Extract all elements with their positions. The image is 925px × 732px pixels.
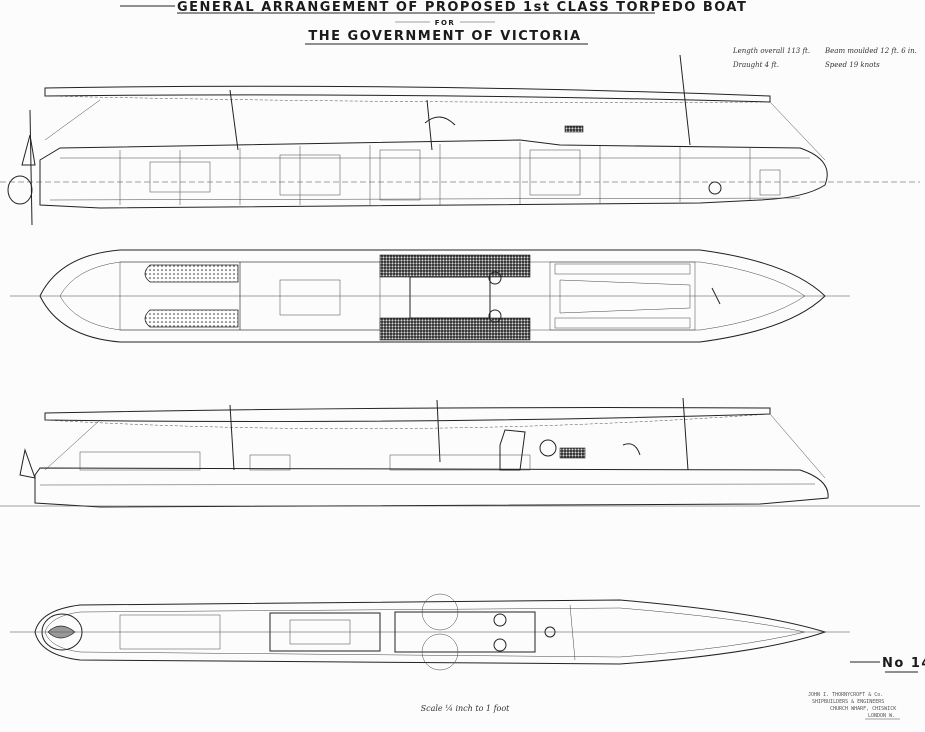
scale-note: Scale ¼ inch to 1 foot — [421, 704, 511, 713]
svg-text:JOHN I. THORNYCROFT & Co.: JOHN I. THORNYCROFT & Co. — [808, 692, 883, 698]
title-block: GENERAL ARRANGEMENT OF PROPOSED 1st CLAS… — [120, 0, 747, 45]
outboard-profile-view — [0, 397, 920, 508]
title-line-2: THE GOVERNMENT OF VICTORIA — [308, 29, 581, 44]
svg-text:No 14: No 14 — [882, 656, 925, 671]
svg-text:CHURCH WHARF, CHISWICK: CHURCH WHARF, CHISWICK — [830, 706, 896, 712]
title-for: FOR — [435, 19, 456, 27]
drawing-number: No 14 — [850, 656, 925, 673]
length-overall: Length overall 113 ft. — [732, 47, 810, 55]
builder-stamp: JOHN I. THORNYCROFT & Co. SHIPBUILDERS &… — [808, 692, 900, 720]
svg-text:LONDON W.: LONDON W. — [868, 713, 895, 719]
svg-text:SHIPBUILDERS & ENGINEERS: SHIPBUILDERS & ENGINEERS — [812, 699, 884, 705]
particulars: Length overall 113 ft. Beam moulded 12 f… — [732, 47, 917, 69]
longitudinal-section-view — [0, 54, 920, 226]
speed: Speed 19 knots — [825, 61, 880, 69]
title-line-1: GENERAL ARRANGEMENT OF PROPOSED 1st CLAS… — [177, 0, 747, 15]
lower-deck-plan-view — [10, 249, 850, 343]
beam-moulded: Beam moulded 12 ft. 6 in. — [824, 47, 917, 55]
draught: Draught 4 ft. — [732, 61, 779, 69]
upper-deck-plan-view — [10, 593, 850, 671]
